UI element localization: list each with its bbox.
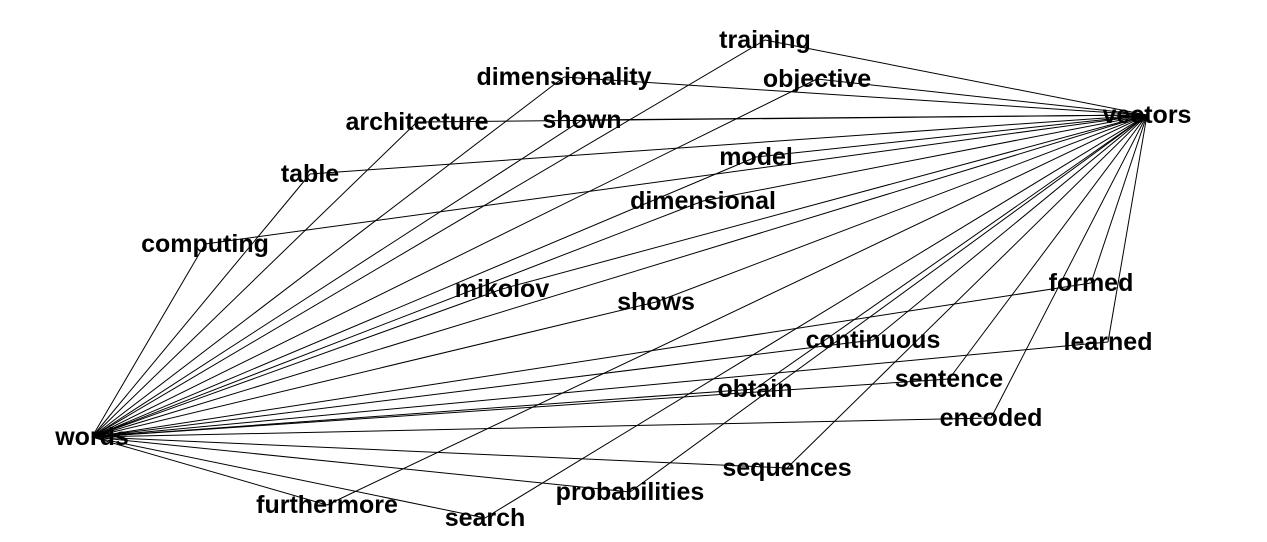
edge-words-objective <box>91 78 818 438</box>
edge-words-training <box>91 39 766 438</box>
node-label-sentence: sentence <box>895 365 1003 393</box>
edge-words-shown <box>91 119 583 438</box>
edge-words-dimensionality <box>91 76 565 438</box>
edge-vectors-formed <box>1090 114 1148 284</box>
edge-vectors-model <box>755 114 1148 158</box>
edge-words-continuous <box>91 339 874 438</box>
node-label-words: words <box>54 423 129 451</box>
node-label-search: search <box>445 504 526 532</box>
node-label-objective: objective <box>763 65 871 93</box>
edge-words-model <box>91 156 757 438</box>
node-label-continuous: continuous <box>806 326 941 354</box>
node-label-dimensionality: dimensionality <box>476 63 651 91</box>
graph-node-labels: words vectors training dimensionality object… <box>54 26 1191 532</box>
node-label-model: model <box>719 143 793 171</box>
edge-vectors-learned <box>1107 114 1148 343</box>
edge-words-furthermore <box>91 436 328 506</box>
node-label-table: table <box>281 160 339 188</box>
node-label-encoded: encoded <box>940 404 1043 432</box>
edge-vectors-sequences <box>786 114 1148 469</box>
node-label-training: training <box>719 26 811 54</box>
edge-vectors-obtain <box>754 114 1148 390</box>
node-label-obtain: obtain <box>718 375 793 403</box>
node-label-shown: shown <box>542 106 621 134</box>
edge-vectors-shows <box>655 114 1148 303</box>
edge-words-table <box>91 173 311 438</box>
edge-vectors-training <box>764 39 1148 116</box>
edge-vectors-objective <box>816 78 1148 116</box>
graph-edges <box>91 39 1148 519</box>
edge-vectors-dimensional <box>702 114 1148 202</box>
edge-vectors-encoded <box>990 114 1148 419</box>
edge-words-dimensional <box>91 200 704 438</box>
node-label-vectors: vectors <box>1103 101 1192 129</box>
edge-words-mikolov <box>91 288 503 438</box>
edge-words-shows <box>91 301 657 438</box>
edge-vectors-dimensionality <box>563 76 1148 116</box>
edge-words-sequences <box>91 436 788 469</box>
edge-vectors-mikolov <box>501 114 1148 290</box>
node-label-sequences: sequences <box>722 454 851 482</box>
node-label-learned: learned <box>1064 328 1153 356</box>
node-label-furthermore: furthermore <box>256 491 398 519</box>
node-label-computing: computing <box>141 230 269 258</box>
edge-vectors-probabilities <box>629 114 1148 493</box>
node-label-architecture: architecture <box>345 108 488 136</box>
edge-vectors-sentence <box>948 114 1148 380</box>
node-label-shows: shows <box>617 288 695 316</box>
edge-words-computing <box>91 243 206 438</box>
node-label-mikolov: mikolov <box>455 275 550 303</box>
edge-words-obtain <box>91 388 756 438</box>
node-label-dimensional: dimensional <box>630 187 776 215</box>
edge-words-learned <box>91 341 1109 438</box>
edge-vectors-computing <box>204 114 1148 245</box>
edge-vectors-search <box>484 114 1148 519</box>
edge-vectors-shown <box>581 114 1148 121</box>
edge-words-architecture <box>91 121 418 438</box>
edge-words-search <box>91 436 486 519</box>
edge-vectors-furthermore <box>326 114 1148 506</box>
edge-words-formed <box>91 282 1092 438</box>
edge-vectors-table <box>309 114 1148 175</box>
edge-vectors-continuous <box>872 114 1148 341</box>
edge-words-encoded <box>91 417 992 438</box>
node-label-formed: formed <box>1049 269 1134 297</box>
edge-words-sentence <box>91 378 950 438</box>
edge-words-probabilities <box>91 436 631 493</box>
node-label-probabilities: probabilities <box>556 478 705 506</box>
edge-words-vectors <box>91 114 1148 438</box>
